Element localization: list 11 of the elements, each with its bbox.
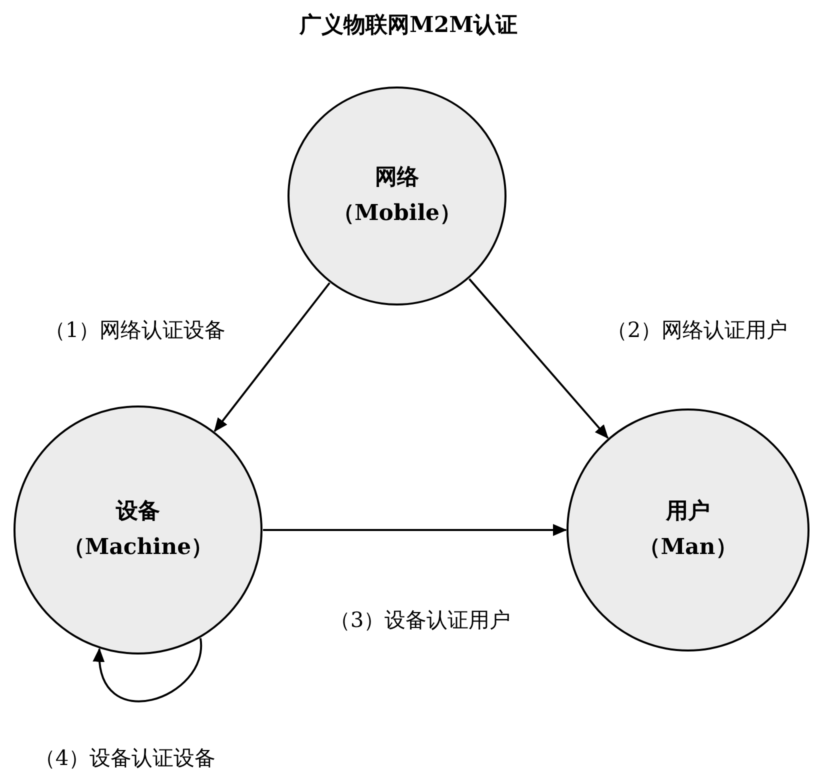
arrow	[263, 524, 567, 536]
arrow	[214, 282, 330, 432]
node-title: 设备	[114, 497, 161, 526]
node-subtitle: （Mobile）	[331, 199, 463, 228]
node-subtitle: （Machine）	[62, 533, 214, 562]
node-title: 用户	[664, 497, 711, 526]
title: 广义物联网M2M认证	[300, 11, 518, 40]
node-subtitle: （Man）	[638, 533, 738, 562]
node-title: 网络	[374, 163, 420, 192]
arrow	[94, 638, 202, 702]
arrow	[468, 278, 609, 439]
